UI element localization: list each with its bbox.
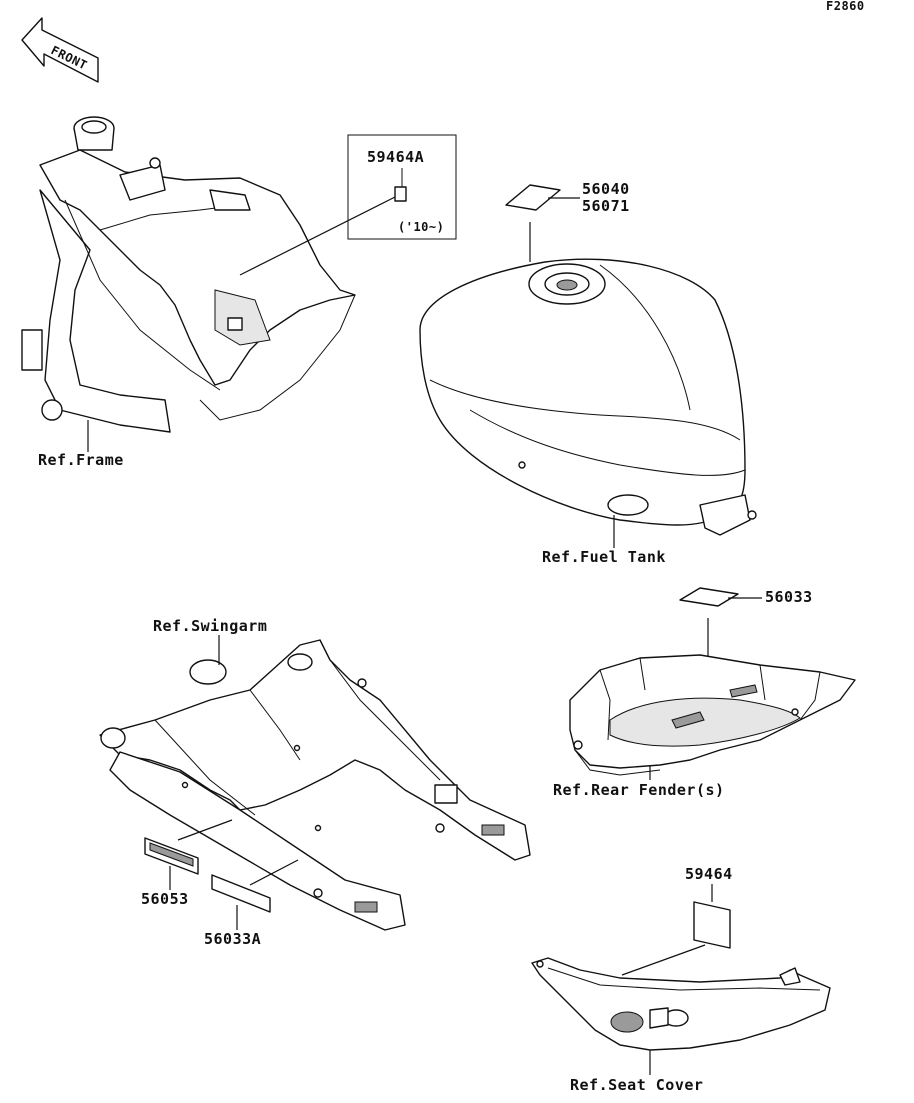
label-56040-decal <box>505 184 561 211</box>
ref-seat-cover-label: Ref.Seat Cover <box>570 1076 703 1094</box>
label-56033A-decal <box>211 874 271 913</box>
part-59464: 59464 <box>685 865 733 883</box>
part-56033: 56033 <box>765 588 813 606</box>
diagram-id: F2860 <box>826 0 865 13</box>
part-56053: 56053 <box>141 890 189 908</box>
part-59464A-note: ('10~) <box>398 220 444 234</box>
ref-fuel-tank-label: Ref.Fuel Tank <box>542 548 666 566</box>
part-56040: 56040 <box>582 180 630 198</box>
frame-drawing <box>21 116 356 433</box>
label-56033-decal <box>679 587 739 607</box>
ref-rear-fender-label: Ref.Rear Fender(s) <box>553 781 725 799</box>
front-arrow-icon: FRONT <box>21 17 99 83</box>
ref-swingarm-label: Ref.Swingarm <box>153 617 267 635</box>
swingarm-drawing <box>99 639 531 931</box>
label-59464-decal <box>693 901 731 949</box>
seat-cover-drawing <box>531 957 831 1051</box>
label-56053-decal <box>144 837 199 875</box>
part-56033A: 56033A <box>204 930 261 948</box>
part-56071: 56071 <box>582 197 630 215</box>
label-59464A-callout: 59464A ('10~) <box>239 134 457 276</box>
ref-frame-label: Ref.Frame <box>38 451 124 469</box>
fuel-tank-drawing <box>419 258 757 536</box>
rear-fender-drawing <box>569 654 856 776</box>
part-59464A: 59464A <box>367 148 424 166</box>
